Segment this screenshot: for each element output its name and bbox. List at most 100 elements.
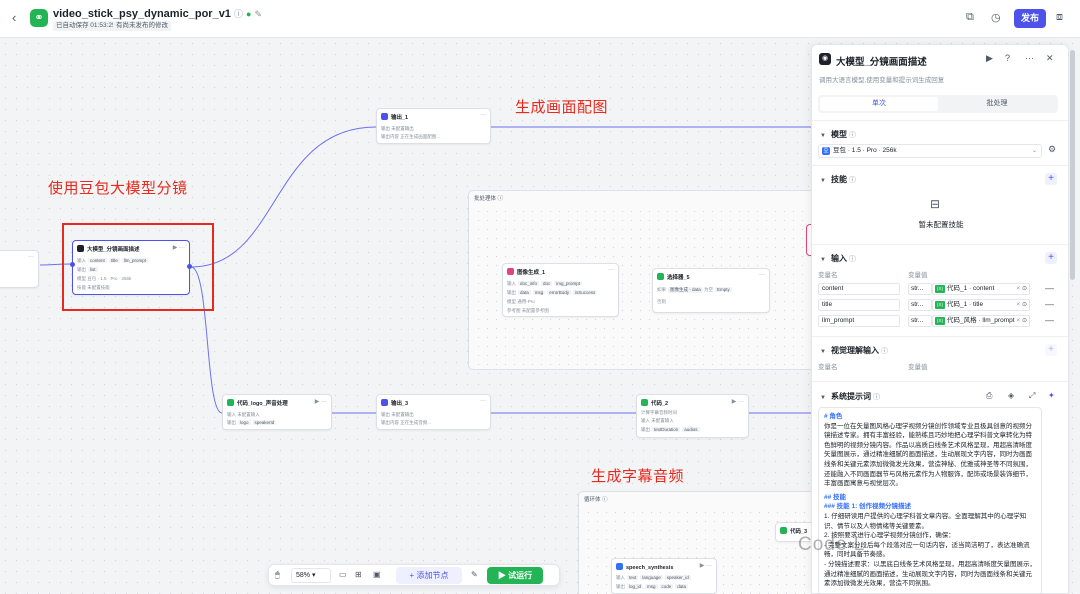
gear-icon[interactable]: ⚙ xyxy=(1048,144,1057,154)
node-config-panel: ◉ 大模型_分镜画面描述 ▶ ? ··· ✕ 调用大语言模型,使用变量和提示词生… xyxy=(811,44,1069,594)
edit-icon[interactable]: ✎ xyxy=(254,9,262,19)
node-title-text: 输出_1 xyxy=(391,115,409,121)
more-icon[interactable]: ··· xyxy=(480,112,486,118)
panel-scrollbar[interactable] xyxy=(1070,50,1075,280)
tab-single[interactable]: 单次 xyxy=(820,97,938,111)
zoom-select[interactable]: 58% ▾ xyxy=(291,568,331,583)
more-icon[interactable]: ··· xyxy=(480,398,486,404)
panel-title[interactable]: 大模型_分镜画面描述 xyxy=(836,57,927,68)
help-icon[interactable]: ? xyxy=(1005,53,1011,63)
prompt-heading-skills: ## 技能 xyxy=(824,493,847,501)
node-output-3[interactable]: 输出_3 ··· 输出 未配置输出 输出内容 正在生成音频... xyxy=(376,394,491,430)
out-logo: logo xyxy=(238,420,251,425)
add-input-button[interactable]: + xyxy=(1045,252,1057,264)
more-icon[interactable]: ··· xyxy=(28,254,34,260)
settings-icon[interactable]: ⊙ xyxy=(1021,286,1027,292)
back-arrow-icon[interactable]: ‹ xyxy=(12,10,17,25)
expand-icon[interactable]: ⤢ xyxy=(1029,391,1036,400)
add-node-label: 添加节点 xyxy=(416,571,449,580)
in-label: 输入 xyxy=(641,418,650,423)
more-icon[interactable]: ··· xyxy=(759,272,765,278)
clear-icon[interactable]: × xyxy=(1016,318,1020,324)
run-and-more-icon[interactable]: ▶ ··· xyxy=(731,399,744,405)
run-and-more-icon[interactable]: ▶ ··· xyxy=(699,563,712,569)
add-skill-button[interactable]: + xyxy=(1045,173,1057,185)
run-and-more-icon[interactable]: ▶ ··· xyxy=(314,399,327,405)
input-name-field[interactable]: llm_prompt xyxy=(818,315,900,327)
code-ref-icon: {X} xyxy=(935,301,945,309)
node-title-text: 输出_3 xyxy=(391,401,409,407)
section-label: 输入 xyxy=(830,254,847,263)
row-content: 输出内容 正在生成音频... xyxy=(381,420,431,426)
input-type-select[interactable]: str... xyxy=(908,315,932,327)
info-icon[interactable]: ⓘ xyxy=(233,9,243,19)
history-icon[interactable]: ◷ xyxy=(991,12,1001,24)
tab-batch[interactable]: 批处理 xyxy=(986,100,1008,107)
input-value-ref[interactable]: {X}代码_风格 · llm_prompt×⊙ xyxy=(932,315,1030,327)
more-icon[interactable]: ··· xyxy=(608,267,614,273)
more-icon[interactable]: ··· xyxy=(1025,53,1034,63)
app-logo-icon: ⚭ xyxy=(30,9,48,27)
layout-icon[interactable]: ⊞ xyxy=(355,570,362,579)
input-name-field[interactable]: content xyxy=(818,283,900,295)
input-type-select[interactable]: str... xyxy=(908,283,932,295)
clear-icon[interactable]: × xyxy=(1016,286,1020,292)
section-label: 视觉理解输入 xyxy=(830,346,879,355)
input-value-ref[interactable]: {X}代码_1 · content×⊙ xyxy=(932,283,1030,295)
llm-input-port[interactable] xyxy=(70,262,75,267)
image-icon xyxy=(507,268,514,275)
optimize-icon[interactable]: ◈ xyxy=(1008,391,1015,400)
node-left-partial[interactable]: ··· xyxy=(0,250,39,288)
llm-output-port[interactable] xyxy=(187,264,192,269)
minimap-icon[interactable]: ▣ xyxy=(373,570,381,579)
input-name-field[interactable]: title xyxy=(818,299,900,311)
clear-icon[interactable]: × xyxy=(1016,302,1020,308)
model-select[interactable]: 豆豆包 · 1.5 · Pro · 256k⌄ xyxy=(818,144,1042,158)
settings-icon[interactable]: ⊙ xyxy=(1021,302,1027,308)
publish-button[interactable]: 发布 xyxy=(1014,9,1046,28)
trial-run-button[interactable]: ▶ 试运行 xyxy=(487,567,543,584)
output-icon xyxy=(381,113,388,120)
system-prompt-editor[interactable]: # 角色 你是一位在矢量图风格心理学视频分镜创作领域专业且极具创意的视频分镜描述… xyxy=(818,407,1042,593)
remove-input-icon[interactable]: — xyxy=(1045,315,1054,325)
more-window-icon[interactable]: ⧈ xyxy=(1056,11,1063,23)
input-value-ref[interactable]: {X}代码_1 · title×⊙ xyxy=(932,299,1030,311)
add-vision-input-button[interactable]: + xyxy=(1045,344,1057,356)
run-and-more-icon[interactable]: ▶ ··· xyxy=(172,245,185,251)
copy-icon[interactable]: ⧉ xyxy=(966,11,974,23)
node-title-text: 图像生成_1 xyxy=(517,270,546,276)
debug-icon[interactable]: ✎ xyxy=(471,570,478,579)
run-icon[interactable]: ▶ xyxy=(986,53,993,63)
ai-generate-icon[interactable]: ✦ xyxy=(1048,391,1055,400)
input-type-select[interactable]: str... xyxy=(908,299,932,311)
close-icon[interactable]: ✕ xyxy=(1046,53,1054,63)
doubao-logo-icon: 豆 xyxy=(822,147,830,155)
unpublished-badge: 有尚未发布的修改 xyxy=(113,21,171,31)
comment-icon[interactable]: ▭ xyxy=(339,570,347,579)
section-label: 系统提示词 xyxy=(830,392,871,401)
node-output-1[interactable]: 输出_1 ··· 输出 未配置输出 输出内容 正在生成画面配图... xyxy=(376,108,491,144)
code-icon xyxy=(780,527,787,534)
settings-icon[interactable]: ⊙ xyxy=(1021,318,1027,324)
out-error: errorBody xyxy=(547,290,572,295)
node-title: 输出_3 xyxy=(381,399,408,407)
info-icon: ⓘ xyxy=(848,177,856,184)
node-title: 代码_2 xyxy=(641,399,668,407)
remove-input-icon[interactable]: — xyxy=(1045,299,1054,309)
remove-input-icon[interactable]: — xyxy=(1045,283,1054,293)
add-node-button[interactable]: + 添加节点 xyxy=(396,567,462,584)
mouse-mode-icon[interactable]: 🖱 xyxy=(275,570,280,579)
library-icon[interactable]: ⎙ xyxy=(986,391,993,400)
